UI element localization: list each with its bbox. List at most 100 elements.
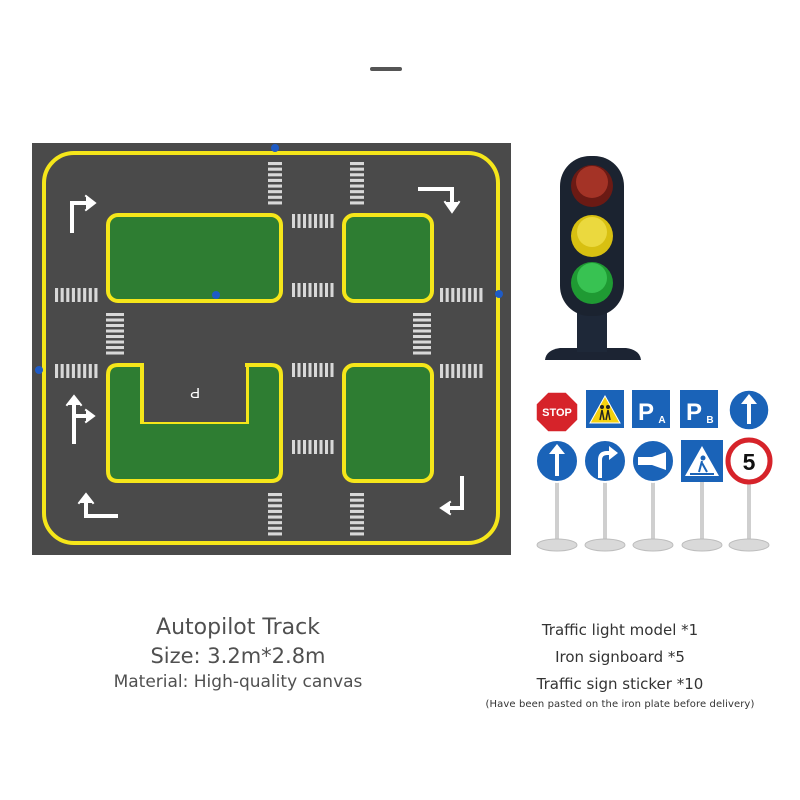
crosswalk-stripe (106, 340, 124, 344)
sign-base (681, 538, 723, 552)
crosswalk-stripe (268, 184, 282, 188)
crosswalk-stripe (350, 184, 364, 188)
crosswalk-stripe (292, 363, 296, 377)
traffic-light-count: Traffic light model *1 (541, 621, 699, 639)
crosswalk-stripe (77, 288, 81, 302)
arrow-turn-up-icon (84, 498, 118, 518)
parking-a-sign-icon (632, 390, 670, 428)
crosswalk-stripe (308, 363, 312, 377)
signboard-count: Iron signboard *5 (555, 648, 685, 666)
crosswalk-stripe (66, 288, 70, 302)
crosswalk-stripe (350, 504, 364, 508)
crosswalk-stripe (314, 440, 318, 454)
crosswalk-stripe (106, 313, 124, 317)
crosswalk-stripe (350, 509, 364, 513)
parking-slot (144, 367, 246, 422)
crosswalk-stripe (473, 288, 477, 302)
crosswalk-stripe (350, 173, 364, 177)
traffic-light-model (545, 156, 641, 360)
crosswalk-stripe (413, 351, 431, 355)
grass-block-top-right (342, 213, 434, 303)
crosswalk-stripe (462, 288, 466, 302)
crosswalk-stripe (268, 526, 282, 530)
speed-limit-value: 5 (743, 449, 756, 475)
track-caption: Autopilot Track Size: 3.2m*2.8m Material… (88, 614, 388, 694)
crosswalk-stripe (440, 364, 444, 378)
crosswalk-stripe (106, 324, 124, 328)
crosswalk-stripe (325, 440, 329, 454)
crosswalk-stripe (268, 195, 282, 199)
crosswalk-stripe (55, 288, 59, 302)
sign-post (747, 480, 751, 542)
crosswalk-stripe (330, 283, 334, 297)
arrow-turn-left-icon (446, 476, 464, 510)
sign-post (700, 480, 704, 542)
crosswalk-stripe (350, 521, 364, 525)
crosswalk-stripe (468, 364, 472, 378)
stop-sign-label: STOP (542, 407, 572, 419)
crosswalk-stripe (268, 504, 282, 508)
crosswalk-stripe (303, 363, 307, 377)
crosswalk-stripe (268, 167, 282, 171)
crosswalk-stripe (106, 335, 124, 339)
sign-posts (536, 480, 770, 552)
crosswalk-stripe (303, 283, 307, 297)
crosswalk-stripe (445, 288, 449, 302)
accessories-caption: Traffic light model *1 Iron signboard *5… (470, 617, 770, 712)
crosswalk-stripe (350, 526, 364, 530)
track-title: Autopilot Track (156, 615, 320, 640)
crosswalk-stripe (268, 162, 282, 166)
crosswalk-stripe (88, 364, 92, 378)
crosswalk-stripe (308, 283, 312, 297)
crosswalk-stripe (268, 509, 282, 513)
marker-dot (271, 144, 279, 152)
crosswalk-stripe (71, 364, 75, 378)
crosswalk-stripe (413, 313, 431, 317)
crosswalk-stripe (71, 288, 75, 302)
marker-dots (35, 144, 503, 374)
delivery-note: (Have been pasted on the iron plate befo… (485, 699, 755, 710)
crosswalk-stripe (77, 364, 81, 378)
crosswalk-stripe (297, 214, 301, 228)
crosswalk-stripe (319, 363, 323, 377)
crosswalk-stripe (325, 214, 329, 228)
parking-b-letter: P (686, 399, 702, 426)
crosswalk-stripe (350, 178, 364, 182)
track-mat: P (32, 143, 511, 555)
grass-block-u-shape (106, 363, 283, 483)
marker-dot (212, 291, 220, 299)
crosswalk-stripe (413, 318, 431, 322)
crosswalk-stripe (479, 288, 483, 302)
arrow-turn-right-icon (70, 201, 90, 233)
crosswalk-stripe (462, 364, 466, 378)
crosswalk-stripe (83, 364, 87, 378)
crosswalk-stripe (473, 364, 477, 378)
crosswalk-stripe (106, 346, 124, 350)
sign-post (603, 480, 607, 542)
track-material: Material: High-quality canvas (113, 672, 363, 692)
crosswalk-stripe (88, 288, 92, 302)
crosswalk-stripe (268, 498, 282, 502)
sign-base (584, 538, 626, 552)
traffic-light-base (545, 348, 641, 360)
crosswalk-stripe (325, 363, 329, 377)
track-size: Size: 3.2m*2.8m (150, 644, 326, 668)
crosswalk-stripe (350, 190, 364, 194)
crosswalks (55, 162, 483, 536)
crosswalk-stripe (60, 288, 64, 302)
crosswalk-stripe (303, 214, 307, 228)
crosswalk-stripe (297, 283, 301, 297)
crosswalk-stripe (451, 288, 455, 302)
crosswalk-stripe (268, 190, 282, 194)
drag-handle[interactable] (370, 67, 402, 71)
crosswalk-stripe (106, 351, 124, 355)
crosswalk-stripe (468, 288, 472, 302)
crosswalk-stripe (445, 364, 449, 378)
crosswalk-stripe (292, 214, 296, 228)
crosswalk-stripe (350, 162, 364, 166)
crosswalk-stripe (319, 214, 323, 228)
crosswalk-stripe (94, 364, 98, 378)
crosswalk-stripe (268, 201, 282, 205)
crosswalk-stripe (350, 493, 364, 497)
crosswalk-stripe (350, 498, 364, 502)
